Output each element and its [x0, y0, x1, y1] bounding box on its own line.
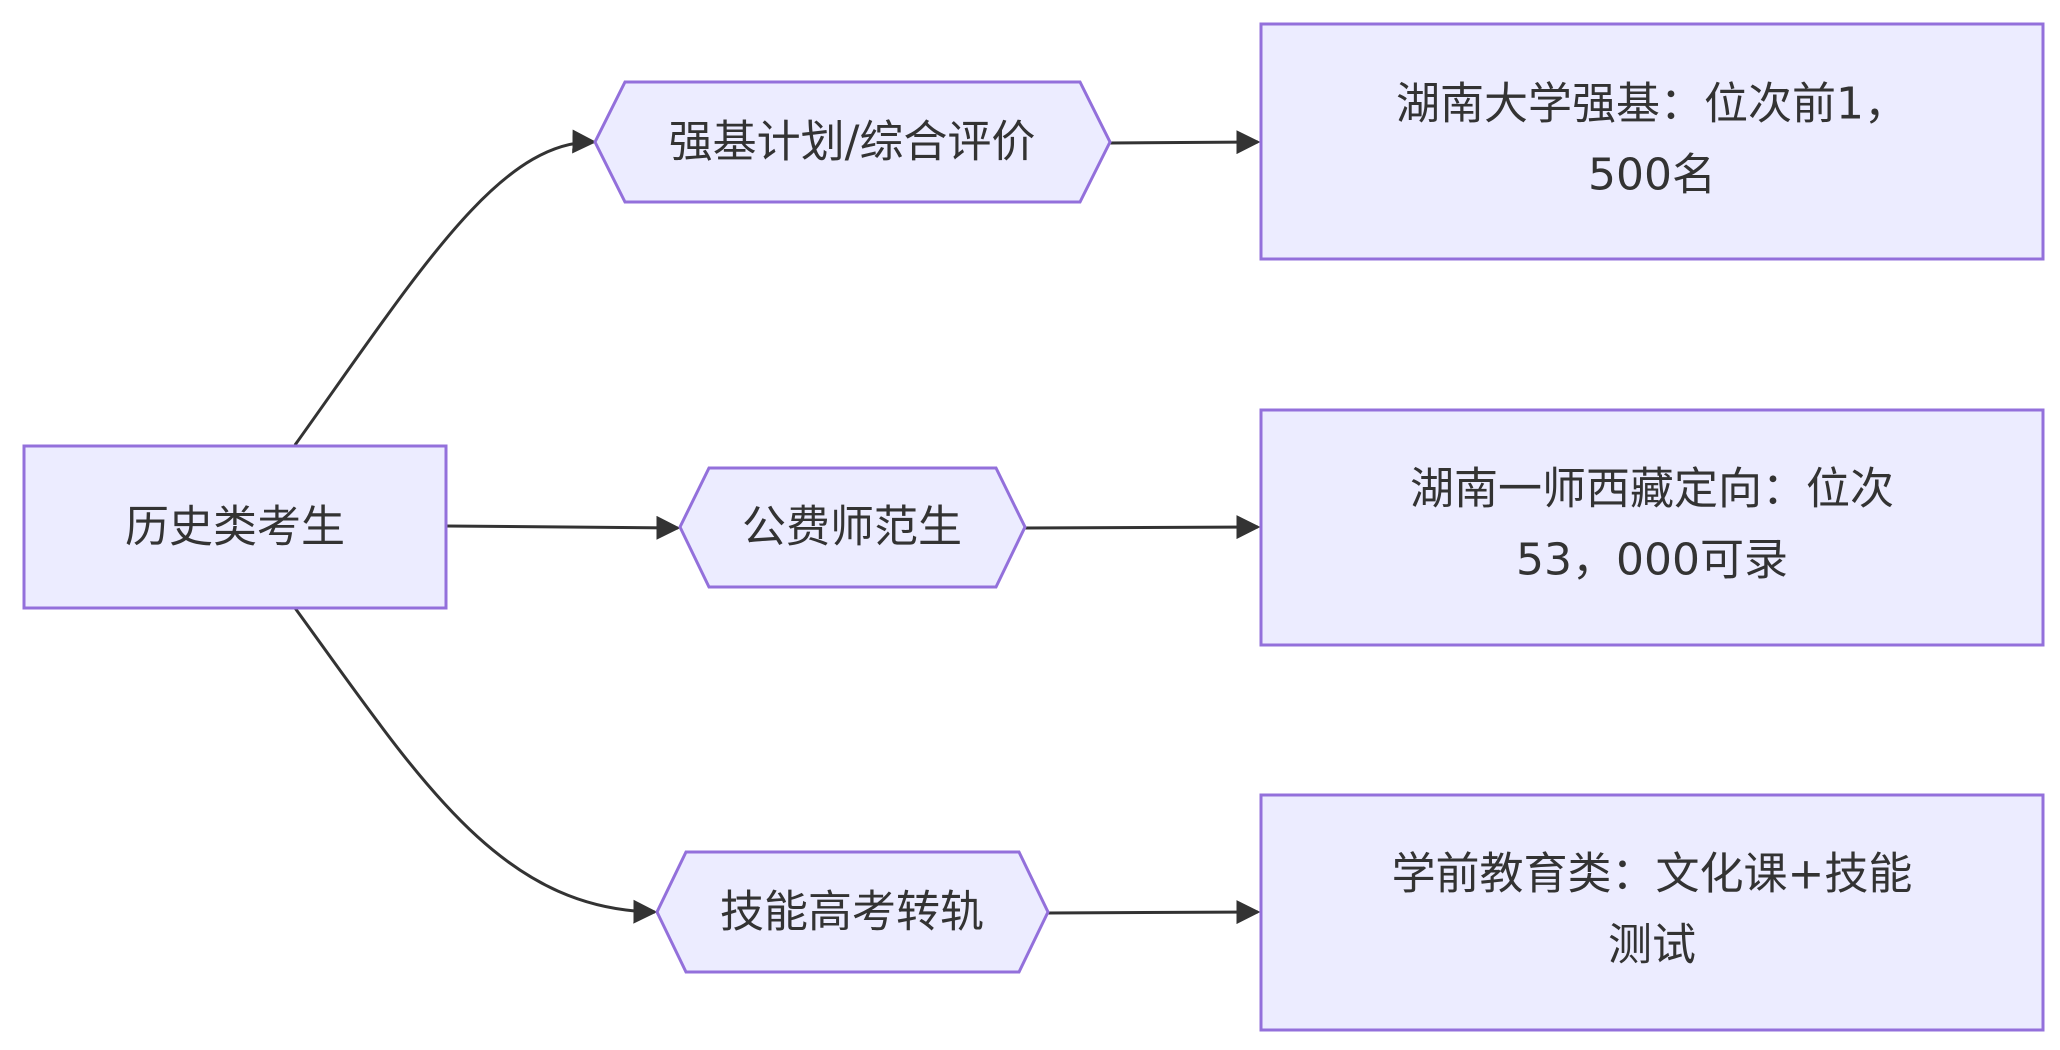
path-node-2: 公费师范生	[678, 466, 1027, 589]
result-node-1-line-1: 湖南大学强基：位次前1，	[1396, 79, 1908, 130]
root-node-label: 历史类考生	[125, 502, 345, 553]
edge-path-1-to-result-1	[1109, 130, 1261, 155]
edge-path-2-to-result-2	[1024, 515, 1261, 540]
path-node-1-label: 强基计划/综合评价	[669, 117, 1036, 168]
result-node-3-line-2: 测试	[1608, 920, 1696, 971]
result-node-2-line-1: 湖南一师西藏定向：位次	[1410, 464, 1894, 515]
path-node-3: 技能高考转轨	[655, 850, 1050, 974]
edge-root-to-path-3	[293, 607, 658, 924]
result-node-1-line-2: 500名	[1588, 150, 1716, 201]
path-node-3-label: 技能高考转轨	[720, 887, 984, 938]
result-node-2: 湖南一师西藏定向：位次 53，000可录	[1259, 408, 2045, 647]
path-node-1: 强基计划/综合评价	[593, 80, 1112, 204]
root-node: 历史类考生	[22, 444, 448, 610]
result-node-3-line-1: 学前教育类：文化课+技能	[1392, 849, 1913, 900]
edge-root-to-path-2	[445, 515, 681, 540]
result-node-3: 学前教育类：文化课+技能 测试	[1259, 793, 2045, 1032]
result-node-2-line-2: 53，000可录	[1516, 535, 1788, 586]
path-node-2-label: 公费师范生	[742, 502, 962, 553]
edge-path-3-to-result-3	[1047, 900, 1261, 925]
edge-root-to-path-1	[293, 129, 597, 446]
result-node-1: 湖南大学强基：位次前1， 500名	[1259, 22, 2045, 261]
